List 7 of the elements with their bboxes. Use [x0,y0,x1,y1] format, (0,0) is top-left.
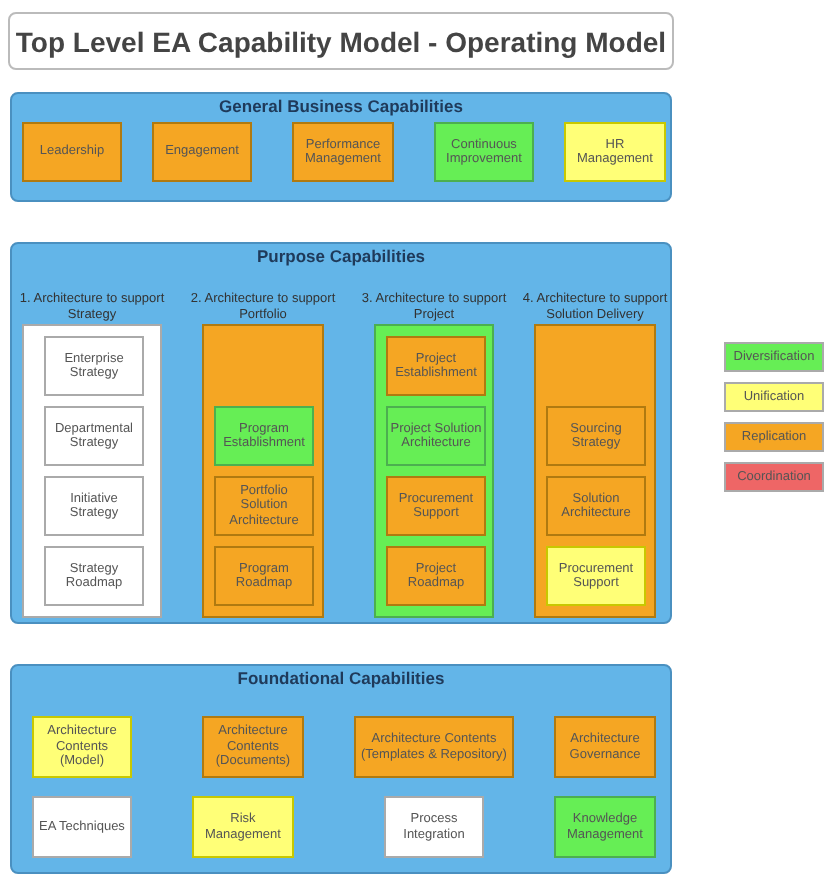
capability-panel [10,92,672,202]
title-box: Top Level EA Capability Model - Operating Model [8,12,674,70]
capability-panel [10,242,672,624]
panel-heading: General Business Capabilities [217,96,465,116]
capability-panel [10,664,672,874]
panel-heading: Foundational Capabilities [235,668,447,688]
panel-heading: Purpose Capabilities [254,246,428,266]
